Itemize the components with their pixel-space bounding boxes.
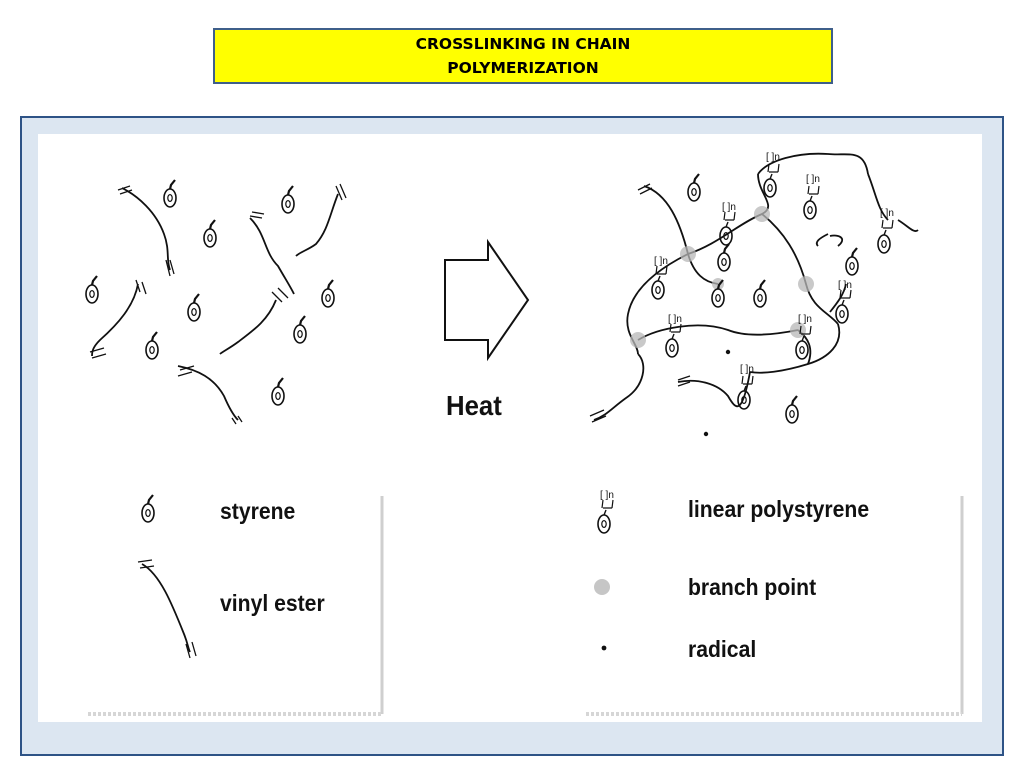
title-banner: CROSSLINKING IN CHAIN POLYMERIZATION <box>213 28 833 84</box>
heat-arrow <box>444 238 530 362</box>
heat-label: Heat <box>446 390 502 421</box>
repeat-unit-label: [ ]n <box>740 364 754 375</box>
repeat-unit-label: [ ]n <box>798 314 812 325</box>
diagram-frame: [ ]n [ ]n [ ]n [ ]n [ ]n [ ]n [ ]n [ ]n … <box>20 116 1004 756</box>
repeat-unit-label: [ ]n <box>838 280 852 291</box>
styrene-legend-icon <box>140 493 156 524</box>
radicals <box>703 349 731 437</box>
legend-styrene: styrene <box>220 498 296 524</box>
repeat-unit-label: [ ]n <box>668 314 682 325</box>
diagram-panel: [ ]n [ ]n [ ]n [ ]n [ ]n [ ]n [ ]n [ ]n … <box>38 134 982 722</box>
legend-box-left <box>88 496 384 716</box>
radical-legend-icon <box>601 645 607 651</box>
legend-radical: radical <box>688 636 757 662</box>
repeat-unit-label: [ ]n <box>806 174 820 185</box>
repeat-unit-label: [ ]n <box>766 152 780 163</box>
branch-points <box>630 206 814 348</box>
page-title: CROSSLINKING IN CHAIN POLYMERIZATION <box>415 35 631 77</box>
crosslinked-network <box>589 152 919 423</box>
repeat-unit-label: [ ]n <box>654 256 668 267</box>
legend-branch-point: branch point <box>688 574 817 600</box>
legend-vinyl-ester: vinyl ester <box>220 590 325 616</box>
legend-box-right <box>586 496 964 716</box>
monomer-mixture <box>89 183 347 425</box>
styrene-monomers <box>84 178 336 407</box>
repeat-unit-label: [ ]n <box>722 202 736 213</box>
diagram-svg <box>84 152 964 716</box>
repeat-unit-label: [ ]n <box>600 490 614 501</box>
branch-point-legend-icon <box>594 579 610 595</box>
legend-linear-polystyrene: linear polystyrene <box>688 496 870 522</box>
vinyl-ester-legend-icon <box>137 559 197 659</box>
polystyrene-legend-icon <box>597 499 614 534</box>
repeat-unit-label: [ ]n <box>880 208 894 219</box>
